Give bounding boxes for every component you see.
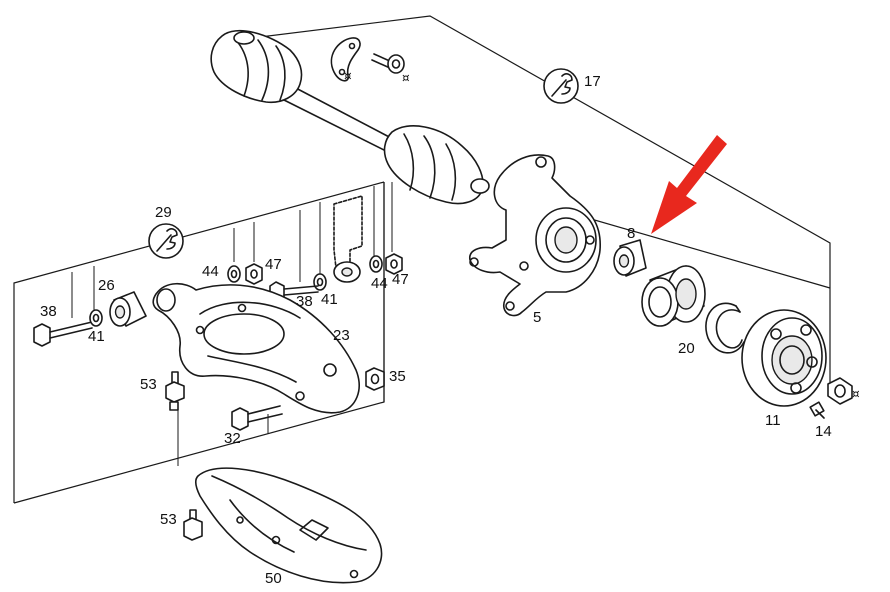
cover-plate — [195, 467, 383, 584]
label-53: 53 — [140, 376, 157, 393]
leader-lines — [71, 182, 393, 466]
washer — [369, 255, 383, 273]
washer — [89, 309, 103, 327]
label-14: 14 — [815, 423, 832, 440]
rubber-mount — [109, 291, 147, 327]
grease-nipple — [183, 509, 203, 541]
red-arrow-icon — [651, 135, 727, 234]
retaining-clip — [330, 37, 361, 82]
wheel-bearing — [641, 265, 706, 327]
label-23: 23 — [333, 327, 350, 344]
label-50: 50 — [265, 570, 282, 587]
wheel-hub — [741, 309, 827, 407]
control-arm — [152, 282, 360, 414]
label-44: 44 — [371, 275, 388, 292]
damper-strut — [333, 195, 363, 283]
label-41: 41 — [88, 328, 105, 345]
label-41: 41 — [321, 291, 338, 308]
circlip — [705, 302, 745, 354]
hex-bolt — [33, 321, 93, 347]
bushing — [613, 239, 647, 277]
label-17: 17 — [584, 73, 601, 90]
collar-nut — [827, 377, 853, 405]
label-38: 38 — [40, 303, 57, 320]
label-35: 35 — [389, 368, 406, 385]
grease-nipple — [165, 371, 185, 411]
label-44: 44 — [202, 263, 219, 280]
wrench-icon — [148, 223, 184, 259]
assembly-frame — [13, 15, 831, 504]
washer — [313, 273, 327, 291]
one-time-use-mark: ¤ — [402, 71, 410, 85]
lock-nut — [385, 253, 403, 275]
label-20: 20 — [678, 340, 695, 357]
label-38: 38 — [296, 293, 313, 310]
washer — [227, 265, 241, 283]
drive-shaft — [210, 29, 490, 205]
one-time-use-mark: ¤ — [852, 387, 860, 401]
label-32: 32 — [224, 430, 241, 447]
clip-bolt — [371, 53, 405, 74]
label-11: 11 — [765, 412, 781, 429]
part-labels: 5 8 11 14 17 20 23 26 29 32 35 38 38 41 … — [40, 73, 832, 587]
label-47: 47 — [265, 256, 282, 273]
label-53: 53 — [160, 511, 177, 528]
label-8: 8 — [627, 225, 635, 242]
one-time-use-mark: ¤ — [344, 69, 352, 83]
hex-bolt — [231, 405, 283, 431]
label-26: 26 — [98, 277, 115, 294]
lock-nut — [245, 263, 263, 285]
hex-nut — [365, 367, 385, 391]
wrench-icon — [543, 68, 579, 104]
label-29: 29 — [155, 204, 172, 221]
label-47: 47 — [392, 271, 409, 288]
wheel-carrier — [469, 154, 601, 317]
lock-bolt — [809, 401, 825, 419]
label-5: 5 — [533, 309, 541, 326]
